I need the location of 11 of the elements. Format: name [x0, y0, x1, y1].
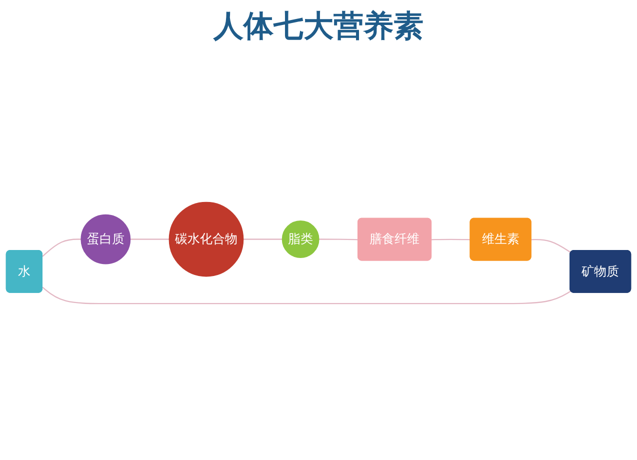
connector — [531, 238, 572, 253]
node-circle: 碳水化合物 — [168, 201, 244, 276]
diagram-title: 人体七大营养素 — [212, 8, 424, 46]
connector — [318, 238, 358, 240]
node-circle: 脂类 — [282, 220, 320, 258]
connector — [130, 238, 170, 240]
node-circle: 蛋白质 — [80, 214, 131, 264]
connector — [432, 238, 471, 240]
connector — [243, 238, 282, 240]
connector — [42, 238, 82, 256]
connector — [42, 286, 572, 304]
